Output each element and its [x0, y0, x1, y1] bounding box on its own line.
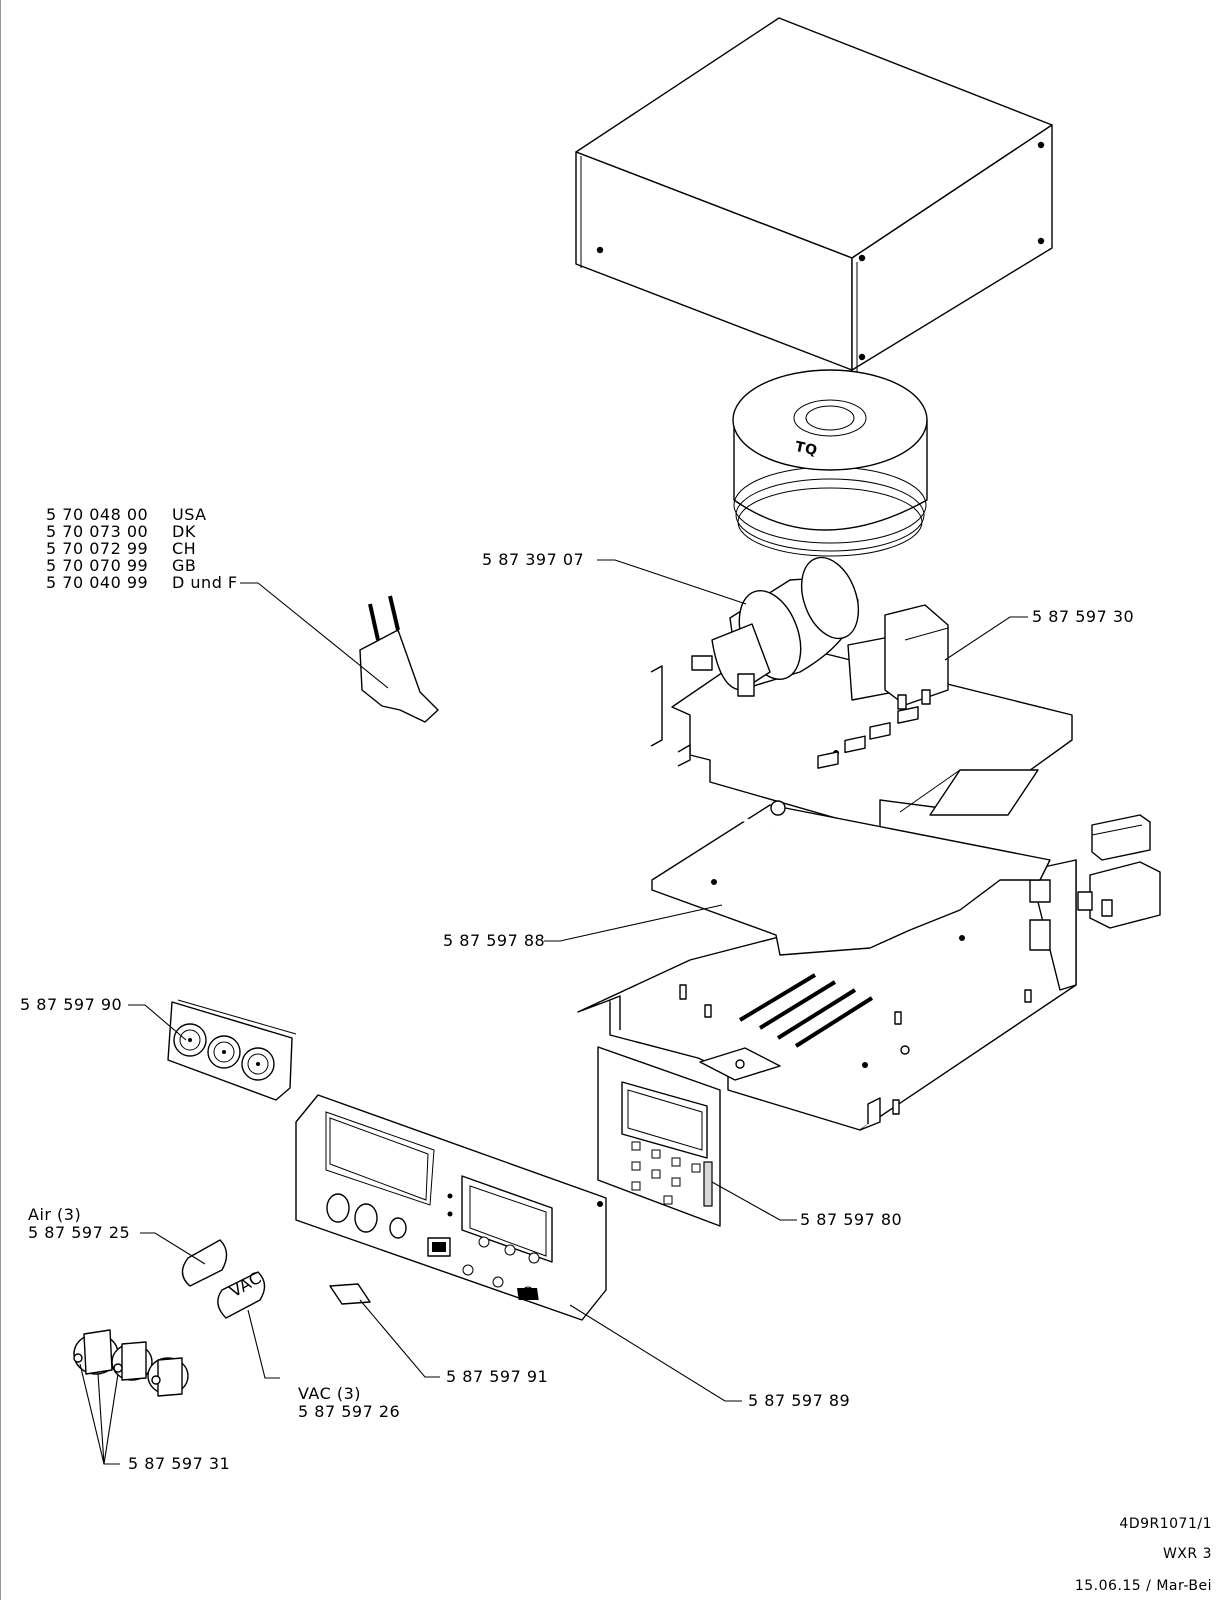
- control-knobs: [73, 1329, 189, 1397]
- socket-connector: [207, 1035, 241, 1069]
- knob: [147, 1357, 189, 1397]
- valve-part-label: 5 87 597 30: [1032, 607, 1134, 626]
- cord-part-no: 5 70 073 00: [46, 522, 148, 541]
- mains-switch-assembly: [1077, 814, 1161, 929]
- cord-part-no: 5 70 072 99: [46, 539, 148, 558]
- leader-lines: [79, 559, 1028, 1465]
- drawing-number: 4D9R1071/1: [1119, 1516, 1212, 1532]
- power-cord-variants-list: 5 70 048 00 USA 5 70 073 00 DK 5 70 072 …: [46, 505, 238, 592]
- cord-country: D und F: [172, 573, 238, 592]
- housing-cover: [575, 17, 1053, 374]
- cord-country: USA: [172, 505, 207, 524]
- air-caption: Air (3): [28, 1205, 81, 1224]
- power-cord: [359, 595, 771, 832]
- transformer-logo: TQ: [794, 439, 819, 459]
- cord-country: DK: [172, 522, 196, 541]
- cord-country: CH: [172, 539, 196, 558]
- pump-part-label: 5 87 397 07: [482, 550, 584, 569]
- insulation-plate-part-label: 5 87 597 88: [443, 931, 545, 950]
- vac-caption: VAC (3): [298, 1384, 361, 1403]
- socket-panel: [167, 999, 297, 1101]
- socket-connector: [241, 1047, 275, 1081]
- cord-part-no: 5 70 048 00: [46, 505, 148, 524]
- cord-part-no: 5 70 040 99: [46, 573, 148, 592]
- knobs-part-label: 5 87 597 31: [128, 1454, 230, 1473]
- power-switch: [329, 1283, 539, 1305]
- display-board-part-label: 5 87 597 80: [800, 1210, 902, 1229]
- socket-panel-part-label: 5 87 597 90: [20, 995, 122, 1014]
- vac-sleeve: VAC: [217, 1268, 266, 1319]
- base-chassis: [577, 706, 1077, 1131]
- knob: [73, 1329, 119, 1375]
- toroidal-transformer: TQ: [732, 369, 928, 557]
- power-switch-part-label: 5 87 597 91: [446, 1367, 548, 1386]
- vac-part-label: 5 87 597 26: [298, 1402, 400, 1421]
- front-panel-part-label: 5 87 597 89: [748, 1391, 850, 1410]
- pump-tray-assembly: [650, 556, 1073, 861]
- front-panel: [295, 1094, 607, 1321]
- air-part-label: 5 87 597 25: [28, 1223, 130, 1242]
- air-sleeve: [181, 1239, 228, 1287]
- model-name: WXR 3: [1163, 1546, 1212, 1562]
- cord-part-no: 5 70 070 99: [46, 556, 148, 575]
- socket-connector: [173, 1023, 207, 1057]
- knob: [111, 1341, 153, 1381]
- title-block: 4D9R1071/1 WXR 3 15.06.15 / Mar-Bei: [1075, 1516, 1212, 1594]
- display-pcb: [597, 1046, 721, 1227]
- date-author: 15.06.15 / Mar-Bei: [1075, 1578, 1212, 1594]
- cord-country: GB: [172, 556, 196, 575]
